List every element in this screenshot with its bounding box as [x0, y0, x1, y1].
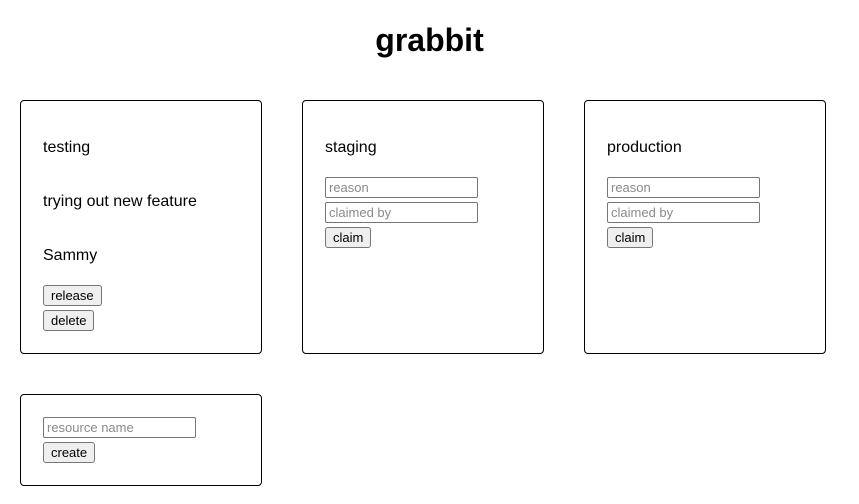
- create-resource-card: create: [20, 394, 262, 486]
- resource-name: staging: [325, 139, 377, 156]
- resource-name: testing: [43, 139, 91, 156]
- create-button[interactable]: create: [43, 442, 96, 463]
- resource-name: production: [607, 139, 682, 156]
- app-title: grabbit: [375, 22, 484, 58]
- claimed-by: Sammy: [43, 247, 98, 264]
- release-button[interactable]: release: [43, 285, 102, 306]
- claim-button[interactable]: claim: [325, 227, 372, 248]
- claim-reason: trying out new feature: [43, 193, 197, 210]
- resource-card-testing: testing trying out new feature Sammy rel…: [20, 100, 262, 354]
- resource-name-input[interactable]: [43, 417, 196, 438]
- reason-input[interactable]: [325, 177, 478, 198]
- claimed-by-input[interactable]: [607, 202, 760, 223]
- reason-input[interactable]: [607, 177, 760, 198]
- resource-card-production: production claim: [584, 100, 826, 354]
- delete-button[interactable]: delete: [43, 310, 95, 331]
- resource-card-staging: staging claim: [302, 100, 544, 354]
- claimed-by-input[interactable]: [325, 202, 478, 223]
- claim-button[interactable]: claim: [607, 227, 654, 248]
